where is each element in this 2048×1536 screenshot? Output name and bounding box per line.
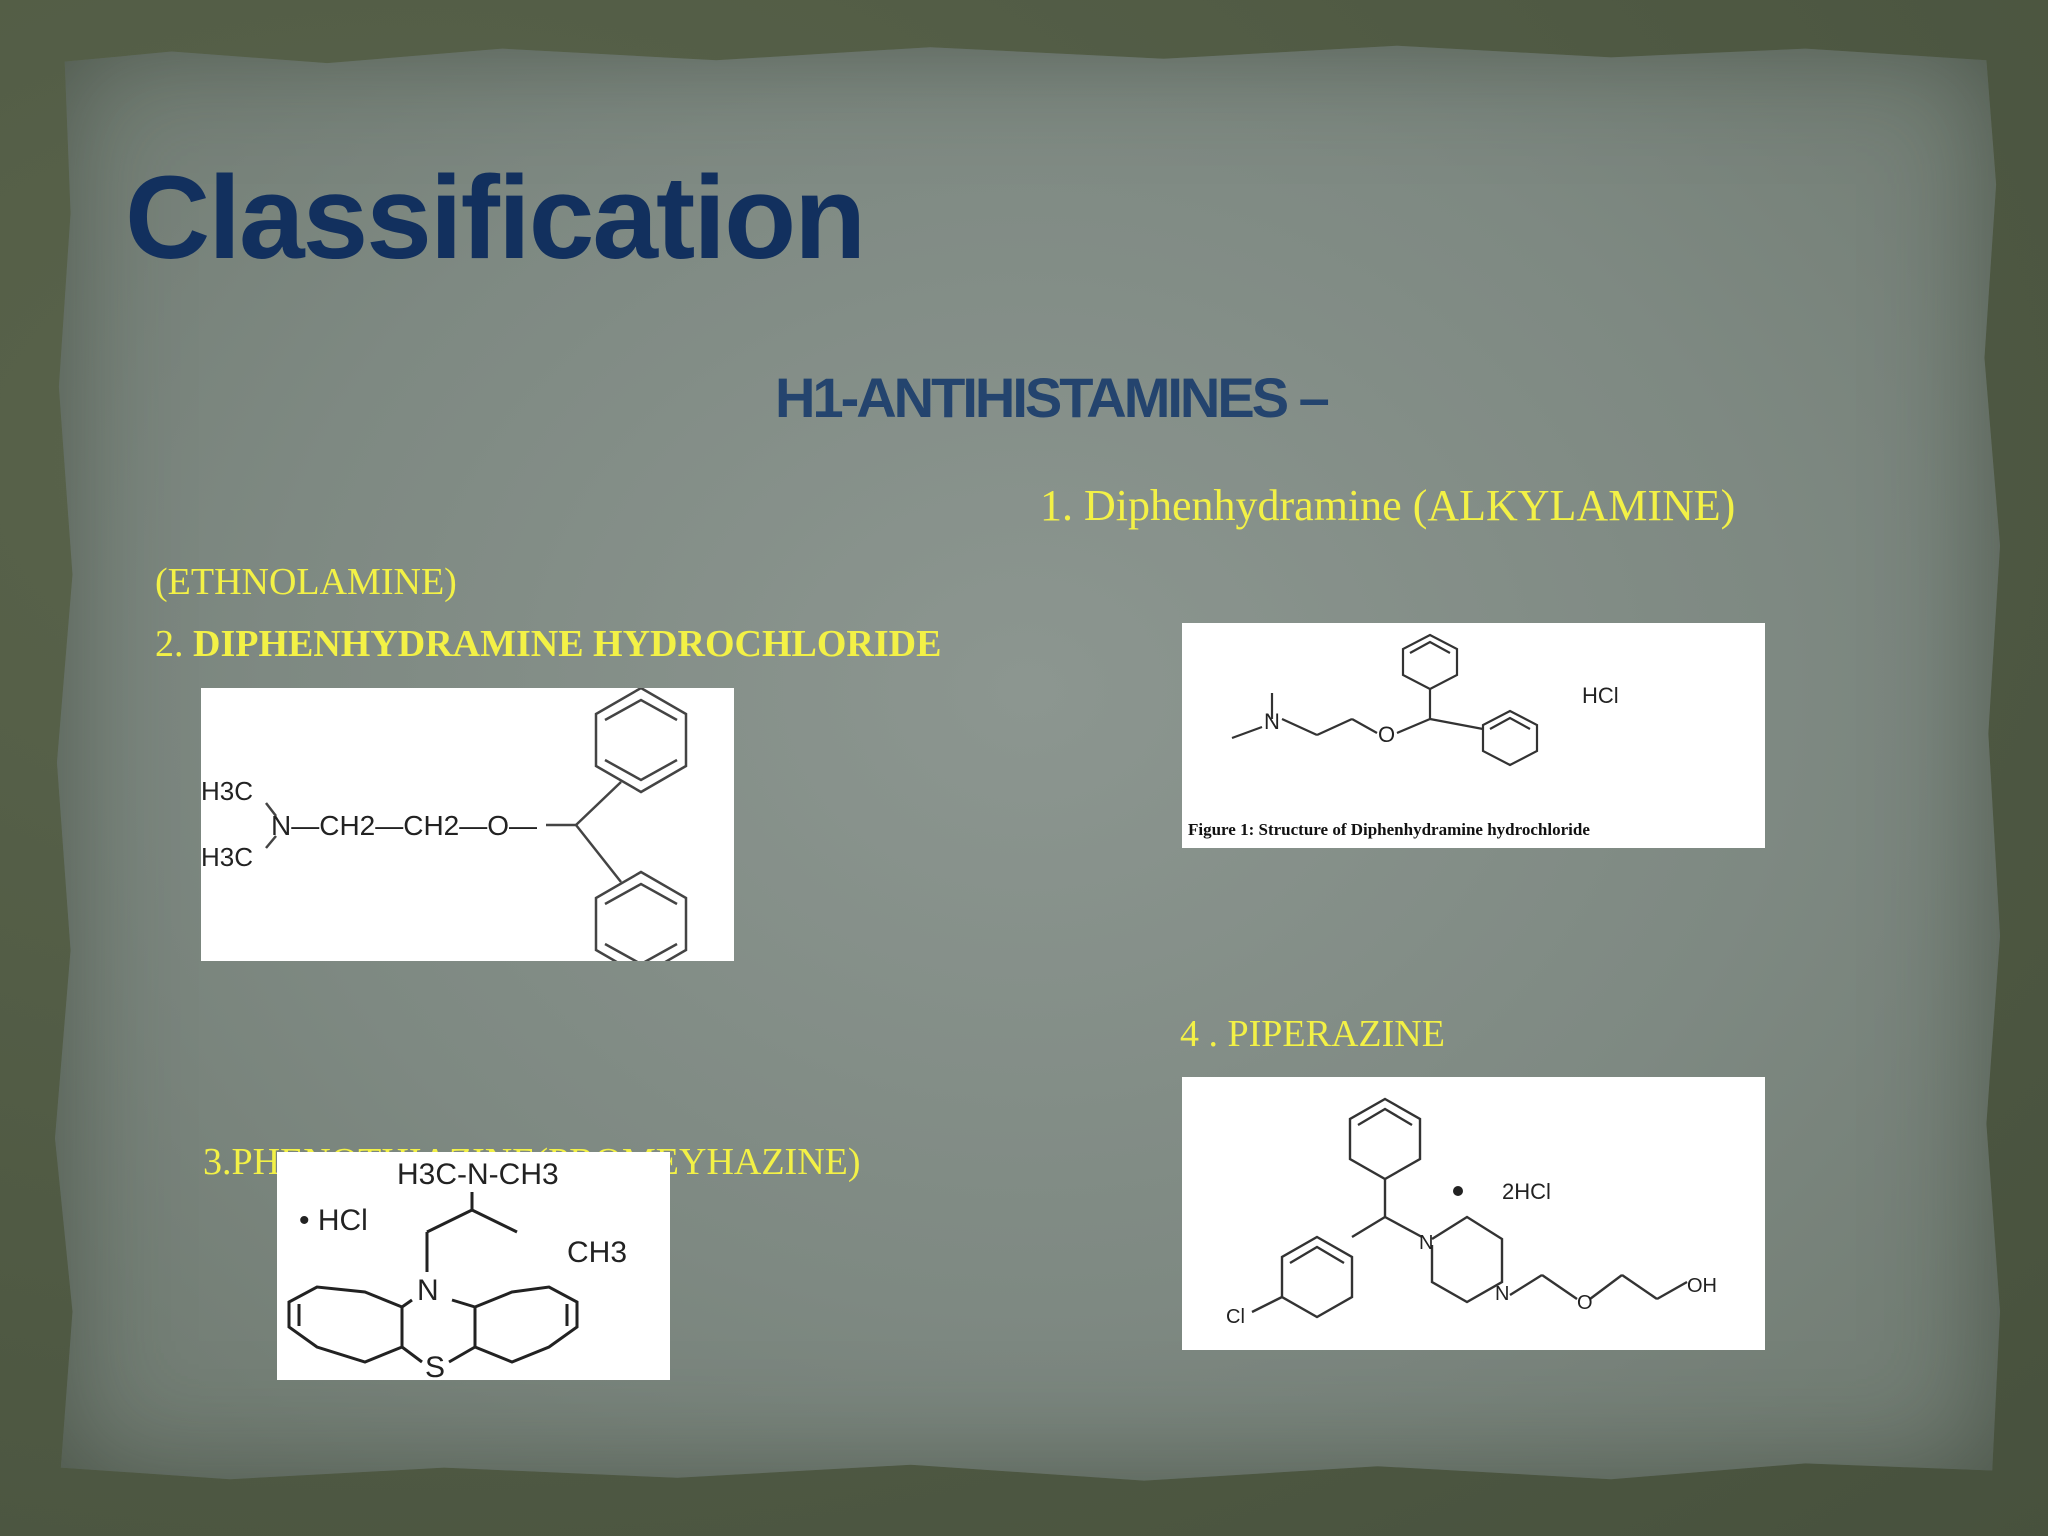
- s4-n2: N: [1495, 1283, 1509, 1305]
- ethanolamine-label: (ETHNOLAMINE): [155, 561, 457, 603]
- s4-n1: N: [1419, 1232, 1433, 1254]
- s2-h3c-top: H3C: [201, 776, 253, 806]
- s2-h3c-bottom: H3C: [201, 842, 253, 872]
- s2-chain: N—CH2—CH2—O—: [271, 810, 537, 841]
- piperazine-structure-image: 2HCl Cl N N O OH: [1182, 1077, 1765, 1350]
- item-2-text: DIPHENHYDRAMINE HYDROCHLORIDE: [193, 623, 942, 665]
- s4-oxygen: O: [1577, 1292, 1593, 1314]
- s4-chlorine: Cl: [1226, 1306, 1245, 1328]
- item-4-label: 4 . PIPERAZINE: [1180, 1013, 1445, 1055]
- subtitle-text: H1-ANTIHISTAMINES: [775, 366, 1289, 429]
- diphenhydramine-hcl-structure-image: N O HCl Figure 1: Structure of Diphenhyd…: [1182, 623, 1765, 848]
- diphenhydramine-structure-image: H3C H3C N—CH2—CH2—O—: [201, 688, 734, 961]
- s1-caption: Figure 1: Structure of Diphenhydramine h…: [1188, 820, 1590, 839]
- s1-oxygen: O: [1378, 722, 1395, 747]
- s3-top: H3C-N-CH3: [397, 1158, 559, 1191]
- slide-title: Classification: [125, 152, 866, 284]
- s4-salt: 2HCl: [1502, 1179, 1551, 1204]
- s3-nitrogen: N: [417, 1274, 439, 1307]
- item-1-label: 1. Diphenhydramine (ALKYLAMINE): [1040, 481, 1736, 530]
- item-2-number: 2.: [155, 623, 184, 665]
- slide-subtitle: H1-ANTIHISTAMINES –: [775, 365, 1330, 430]
- s3-salt: • HCl: [299, 1204, 368, 1237]
- promethazine-structure-image: H3C-N-CH3 • HCl CH3 N S: [277, 1152, 670, 1380]
- s4-hydroxyl: OH: [1687, 1275, 1717, 1297]
- item-2-label: 2. DIPHENHYDRAMINE HYDROCHLORIDE: [155, 622, 941, 666]
- s1-salt: HCl: [1582, 683, 1619, 708]
- s3-sulfur: S: [425, 1351, 445, 1380]
- s3-ch3: CH3: [567, 1236, 627, 1269]
- s1-nitrogen: N: [1264, 709, 1280, 734]
- subtitle-dash: –: [1298, 366, 1330, 429]
